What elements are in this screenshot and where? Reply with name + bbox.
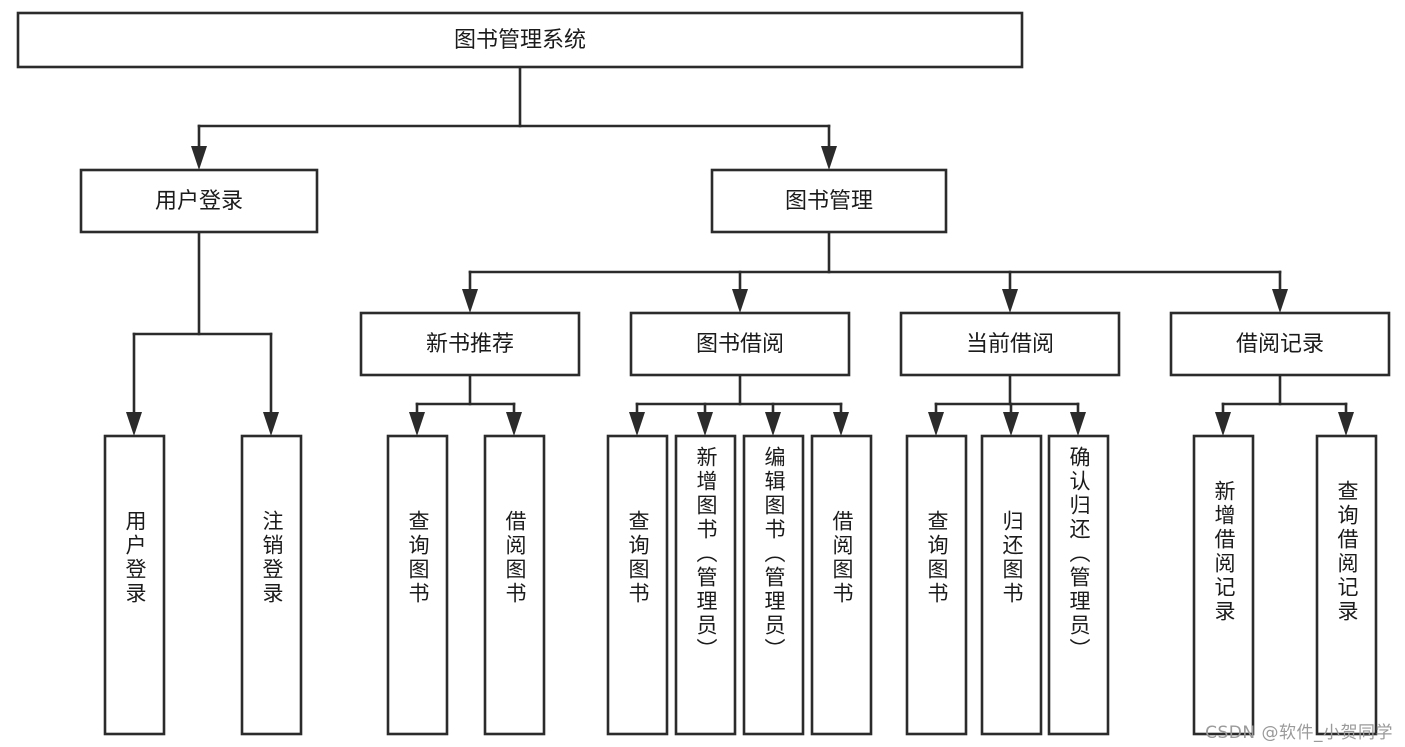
leaf-box-edit-book-admin[interactable]	[742, 434, 805, 736]
leaf-box-add-borrow-record[interactable]	[1192, 434, 1255, 736]
leaf-group-current-borrow	[905, 434, 1110, 736]
edge-group-current-borrow-to-leaves	[928, 373, 1086, 436]
leaf-box-confirm-return-admin[interactable]	[1047, 434, 1110, 736]
arrow-new-book-leaf-2	[506, 412, 522, 436]
edge-group-new-book-to-leaves	[409, 373, 522, 436]
node-user-login-label: 用户登录	[155, 189, 243, 214]
node-book-borrow-label: 图书借阅	[696, 332, 784, 357]
node-borrow-record[interactable]: 借阅记录	[1169, 311, 1391, 377]
arrow-borrow-record-leaf-1	[1215, 412, 1231, 436]
arrow-book-mgmt-to-new-book	[462, 289, 478, 313]
leaf-group-book-borrow	[606, 434, 873, 736]
leaf-group-new-book-recommend	[386, 434, 546, 736]
node-current-borrow-label: 当前借阅	[966, 332, 1054, 357]
arrow-book-borrow-leaf-3	[765, 412, 781, 436]
leaf-box-logout[interactable]	[240, 434, 303, 736]
node-current-borrow[interactable]: 当前借阅	[899, 311, 1121, 377]
node-user-login-box[interactable]	[79, 168, 319, 234]
node-new-book-recommend[interactable]: 新书推荐	[359, 311, 581, 377]
arrow-current-borrow-leaf-3	[1070, 412, 1086, 436]
leaf-box-borrow-book-2[interactable]	[810, 434, 873, 736]
node-new-book-recommend-label: 新书推荐	[426, 332, 514, 357]
node-root[interactable]: 图书管理系统	[16, 11, 1024, 69]
arrow-root-to-book-mgmt	[821, 146, 837, 170]
node-borrow-record-label: 借阅记录	[1236, 332, 1324, 357]
arrow-user-login-leaf-1	[126, 412, 142, 436]
node-root-label: 图书管理系统	[454, 28, 586, 53]
edge-group-user-login-to-leaves	[126, 230, 279, 436]
leaf-box-borrow-book-1[interactable]	[483, 434, 546, 736]
arrow-book-mgmt-to-borrow	[732, 289, 748, 313]
leaf-box-return-book[interactable]	[980, 434, 1043, 736]
edge-group-book-mgmt-to-level3	[462, 230, 1288, 313]
node-book-borrow[interactable]: 图书借阅	[629, 311, 851, 377]
arrow-borrow-record-leaf-2	[1338, 412, 1354, 436]
leaf-box-query-book-2[interactable]	[606, 434, 669, 736]
leaf-box-query-borrow-record[interactable]	[1315, 434, 1378, 736]
arrow-root-to-user-login	[191, 146, 207, 170]
edge-group-root-to-level2	[191, 65, 837, 170]
leaf-box-query-book-1[interactable]	[386, 434, 449, 736]
edge-group-book-borrow-to-leaves	[629, 373, 849, 436]
arrow-book-borrow-leaf-4	[833, 412, 849, 436]
edge-group-borrow-record-to-leaves	[1215, 373, 1354, 436]
leaf-group-borrow-record	[1192, 434, 1378, 736]
leaf-group-user-login	[103, 434, 303, 736]
arrow-book-mgmt-to-current	[1002, 289, 1018, 313]
arrow-book-borrow-leaf-2	[697, 412, 713, 436]
node-new-book-recommend-box[interactable]	[359, 311, 581, 377]
node-book-management-box[interactable]	[710, 168, 948, 234]
arrow-current-borrow-leaf-1	[928, 412, 944, 436]
leaf-box-add-book-admin[interactable]	[674, 434, 737, 736]
arrow-current-borrow-leaf-2	[1003, 412, 1019, 436]
node-book-management[interactable]: 图书管理	[710, 168, 948, 234]
node-book-borrow-box[interactable]	[629, 311, 851, 377]
arrow-book-borrow-leaf-1	[629, 412, 645, 436]
arrow-user-login-leaf-2	[263, 412, 279, 436]
leaf-box-query-book-3[interactable]	[905, 434, 968, 736]
arrow-new-book-leaf-1	[409, 412, 425, 436]
node-root-box[interactable]	[16, 11, 1024, 69]
node-user-login[interactable]: 用户登录	[79, 168, 319, 234]
arrow-book-mgmt-to-record	[1272, 289, 1288, 313]
node-book-management-label: 图书管理	[785, 189, 873, 214]
leaf-box-user-login[interactable]	[103, 434, 166, 736]
node-current-borrow-box[interactable]	[899, 311, 1121, 377]
node-borrow-record-box[interactable]	[1169, 311, 1391, 377]
